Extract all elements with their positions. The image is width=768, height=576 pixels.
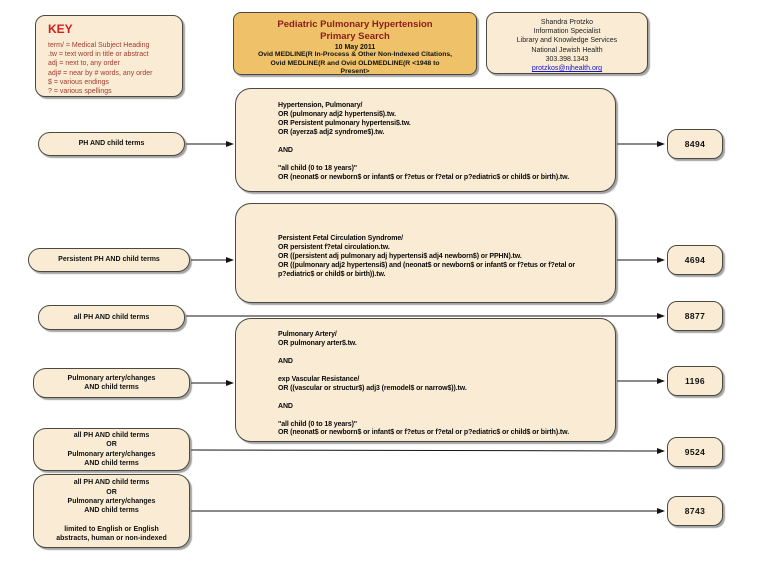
contact-name: Shandra Protzko — [540, 19, 594, 26]
result-count-1: 8494 — [667, 129, 723, 159]
contact-org-line1: Library and Knowledge Services — [516, 37, 618, 45]
label-all-ph-and-child-terms: all PH AND child terms — [38, 305, 185, 330]
query-box-pulmonary-artery: Pulmonary Artery/ OR pulmonary arter$.tw… — [235, 318, 616, 442]
contact-box: Shandra Protzko Information Specialist L… — [486, 12, 648, 74]
search-subtitle: Primary Search — [320, 30, 390, 42]
label-persistent-ph-and-child-terms: Persistent PH AND child terms — [28, 248, 190, 272]
key-title: KEY — [48, 22, 73, 36]
result-count-5: 9524 — [667, 437, 723, 467]
label-ph-and-child-terms: PH AND child terms — [38, 132, 185, 156]
result-count-6: 8743 — [667, 496, 723, 526]
search-title: Pediatric Pulmonary Hypertension — [277, 19, 433, 30]
label-all-ph-or-pulmonary-artery-changes: all PH AND child terms OR Pulmonary arte… — [33, 428, 190, 471]
contact-phone: 303.398.1343 — [545, 55, 589, 63]
query-box-ph-and-child: Hypertension, Pulmonary/ OR (pulmonary a… — [235, 88, 616, 192]
arrow-label5-to-result5 — [190, 448, 665, 454]
key-legend: term/ = Medical Subject Heading .tw = te… — [48, 42, 153, 96]
contact-org-line2: National Jewish Health — [531, 46, 603, 54]
search-header-box: Pediatric Pulmonary Hypertension Primary… — [233, 12, 477, 75]
search-databases: Ovid MEDLINE(R In-Process & Other Non-In… — [257, 51, 453, 76]
contact-role: Information Specialist — [533, 28, 601, 36]
label-pulmonary-artery-changes-and-child-terms: Pulmonary artery/changes AND child terms — [33, 368, 190, 398]
email-link[interactable]: protzkos@njhealth.org — [531, 65, 603, 73]
result-count-4: 1196 — [667, 366, 723, 396]
result-count-2: 4694 — [667, 245, 723, 275]
search-date: 10 May 2011 — [334, 44, 376, 52]
label-limited-english-human-non-indexed: all PH AND child terms OR Pulmonary arte… — [33, 474, 190, 548]
query-box-persistent-ph: Persistent Fetal Circulation Syndrome/ O… — [235, 203, 616, 303]
result-count-3: 8877 — [667, 301, 723, 331]
key-box: KEY term/ = Medical Subject Heading .tw … — [35, 15, 183, 97]
